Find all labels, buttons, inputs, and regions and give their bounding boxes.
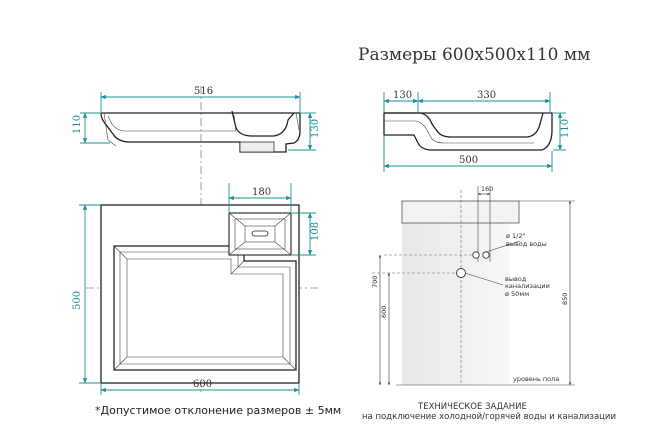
label-drain-1: вывод xyxy=(505,275,527,283)
dim-600-height: 600 xyxy=(380,306,388,318)
title: Размеры 600х500х110 мм xyxy=(358,45,590,65)
dim-850: 850 xyxy=(561,293,569,305)
task-title: ТЕХНИЧЕСКОЕ ЗАДАНИЕ xyxy=(417,402,527,412)
dim-700: 700 xyxy=(371,276,379,288)
dim-516: 516 xyxy=(194,86,213,97)
water-outlet-cold xyxy=(472,251,480,259)
label-water-size: ø 1/2" xyxy=(506,232,526,240)
task-subtitle: на подключение холодной/горячей воды и к… xyxy=(362,412,616,422)
dim-130-left: 130 xyxy=(310,119,321,138)
drain-outlet xyxy=(456,268,466,278)
label-drain-2: канализации xyxy=(505,282,550,290)
label-floor: уровень пола xyxy=(513,375,559,383)
dim-110-left: 110 xyxy=(72,115,83,134)
dim-160: 160 xyxy=(481,185,493,193)
dim-600: 600 xyxy=(193,379,212,390)
section-right: 130 330 110 500 xyxy=(383,90,571,172)
dim-500-left: 500 xyxy=(72,291,83,310)
section-left: 516 110 130 xyxy=(72,86,321,153)
dim-330: 330 xyxy=(477,90,496,101)
water-outlet-hot xyxy=(482,251,490,259)
dim-108: 108 xyxy=(310,222,321,241)
plan-view: 180 108 500 600 xyxy=(72,183,321,395)
dim-110-right: 110 xyxy=(560,119,571,138)
label-water-outlet: вывод воды xyxy=(506,240,547,248)
dim-500-bottom: 500 xyxy=(459,155,478,166)
tolerance-note: *Допустимое отклонение размеров ± 5мм xyxy=(95,404,341,417)
installation-view: 160 ø 1/2" вывод воды вывод канализации … xyxy=(371,185,575,386)
dim-180: 180 xyxy=(252,187,271,198)
dim-130-right: 130 xyxy=(393,90,412,101)
label-drain-3: ø 50мм xyxy=(505,290,529,298)
